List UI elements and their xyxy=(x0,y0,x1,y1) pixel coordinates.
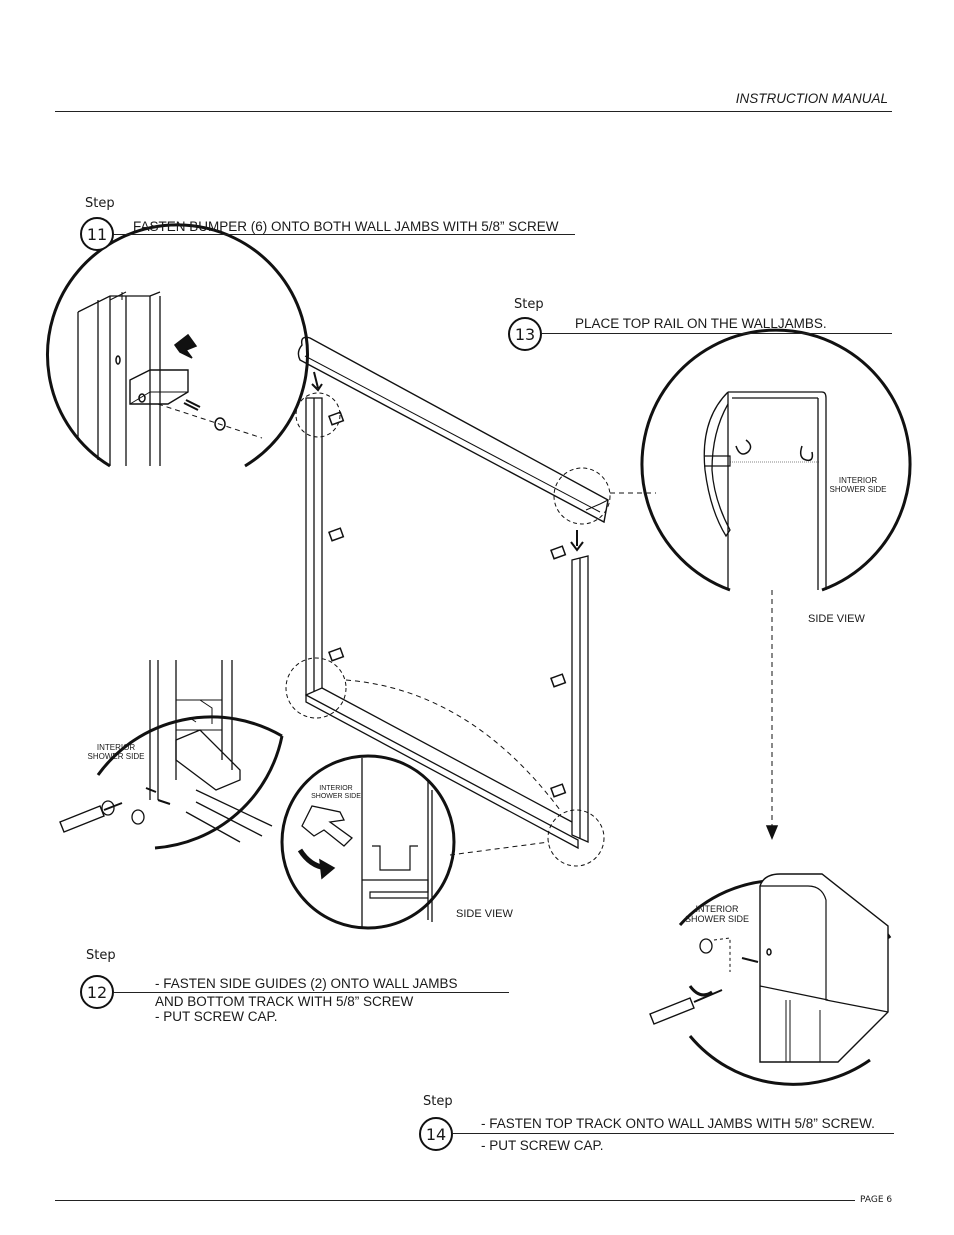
step-13-instruction: PLACE TOP RAIL ON THE WALLJAMBS. xyxy=(575,316,827,331)
top-track-screw-detail-circle xyxy=(649,873,892,1086)
interior-label-middle: INTERIOR SHOWER SIDE xyxy=(311,785,361,800)
interior-label-top-right: INTERIOR SHOWER SIDE xyxy=(829,476,887,494)
page-number: PAGE 6 xyxy=(860,1195,893,1205)
step-11-rule xyxy=(114,234,575,235)
step-11-word: Step xyxy=(85,196,115,211)
step-13-number: 13 xyxy=(508,317,542,351)
bottom-track-side-view-circle xyxy=(280,754,456,930)
step-13-rule xyxy=(542,333,892,334)
step-14-line-1: - FASTEN TOP TRACK ONTO WALL JAMBS WITH … xyxy=(481,1116,875,1131)
step-14-word: Step xyxy=(423,1094,453,1109)
interior-label-bottom-right: INTERIOR SHOWER SIDE xyxy=(684,904,749,924)
step-11-instruction: FASTEN BUMPER (6) ONTO BOTH WALL JAMBS W… xyxy=(133,219,559,234)
top-rail-side-view-circle xyxy=(640,328,912,592)
step-14-line-2: - PUT SCREW CAP. xyxy=(481,1138,604,1153)
step-12-rule xyxy=(114,992,509,993)
step-14-rule xyxy=(453,1133,894,1134)
side-view-label-middle: SIDE VIEW xyxy=(456,908,513,920)
step-12-line-3: - PUT SCREW CAP. xyxy=(155,1009,278,1024)
step-12-word: Step xyxy=(86,948,116,963)
step-13-word: Step xyxy=(514,297,544,312)
step-11-number: 11 xyxy=(80,217,114,251)
header-title: INSTRUCTION MANUAL xyxy=(735,91,888,106)
bumper-detail-circle xyxy=(46,223,309,468)
side-view-label-right: SIDE VIEW xyxy=(808,613,865,625)
footer-rule xyxy=(55,1200,855,1201)
bottom-track-detail-circle xyxy=(59,660,284,850)
header-rule xyxy=(55,111,892,112)
frame-assembly xyxy=(285,336,779,867)
step-12-number: 12 xyxy=(80,975,114,1009)
step-14-number: 14 xyxy=(419,1117,453,1151)
interior-label-left: INTERIOR SHOWER SIDE xyxy=(87,743,145,761)
step-12-line-2: AND BOTTOM TRACK WITH 5/8” SCREW xyxy=(155,994,414,1009)
step-12-line-1: - FASTEN SIDE GUIDES (2) ONTO WALL JAMBS xyxy=(155,976,458,991)
